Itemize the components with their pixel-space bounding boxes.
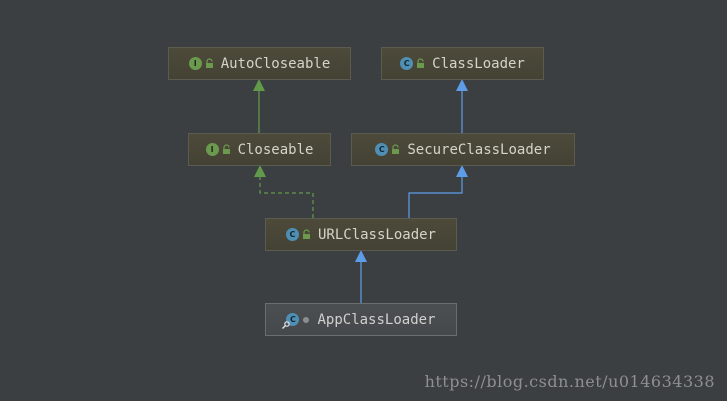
package-private-dot-icon [303,316,310,323]
class-icon: C [400,57,414,70]
lock-icon [205,58,213,68]
node-label: Closeable [237,141,314,158]
node-urlclassloader[interactable]: C URLClassLoader [265,218,457,251]
node-classloader[interactable]: C ClassLoader [381,47,544,80]
watermark-url: https://blog.csdn.net/u014634338 [424,372,715,391]
edge-urlclassloader-implements-closeable [254,165,314,218]
node-label: SecureClassLoader [407,141,551,158]
node-secureclassloader[interactable]: C SecureClassLoader [351,133,575,166]
interface-icon: I [188,57,202,70]
class-icon: C [282,313,300,329]
edge-urlclassloader-extends-secureclassloader [408,165,468,218]
node-appclassloader[interactable]: C AppClassLoader [265,303,457,336]
node-label: AutoCloseable [220,55,331,72]
lock-icon [392,144,400,154]
class-icon: C [285,228,299,241]
lock-icon [417,58,425,68]
lock-icon [302,229,310,239]
lock-icon [222,144,230,154]
node-closeable[interactable]: I Closeable [188,133,331,166]
node-label: URLClassLoader [317,226,436,243]
class-icon: C [375,143,389,156]
magnifier-icon [282,321,291,329]
node-autocloseable[interactable]: I AutoCloseable [168,47,351,80]
interface-icon: I [205,143,219,156]
class-kind-letter: C [290,315,296,324]
node-label: ClassLoader [432,55,525,72]
node-label: AppClassLoader [317,311,436,328]
